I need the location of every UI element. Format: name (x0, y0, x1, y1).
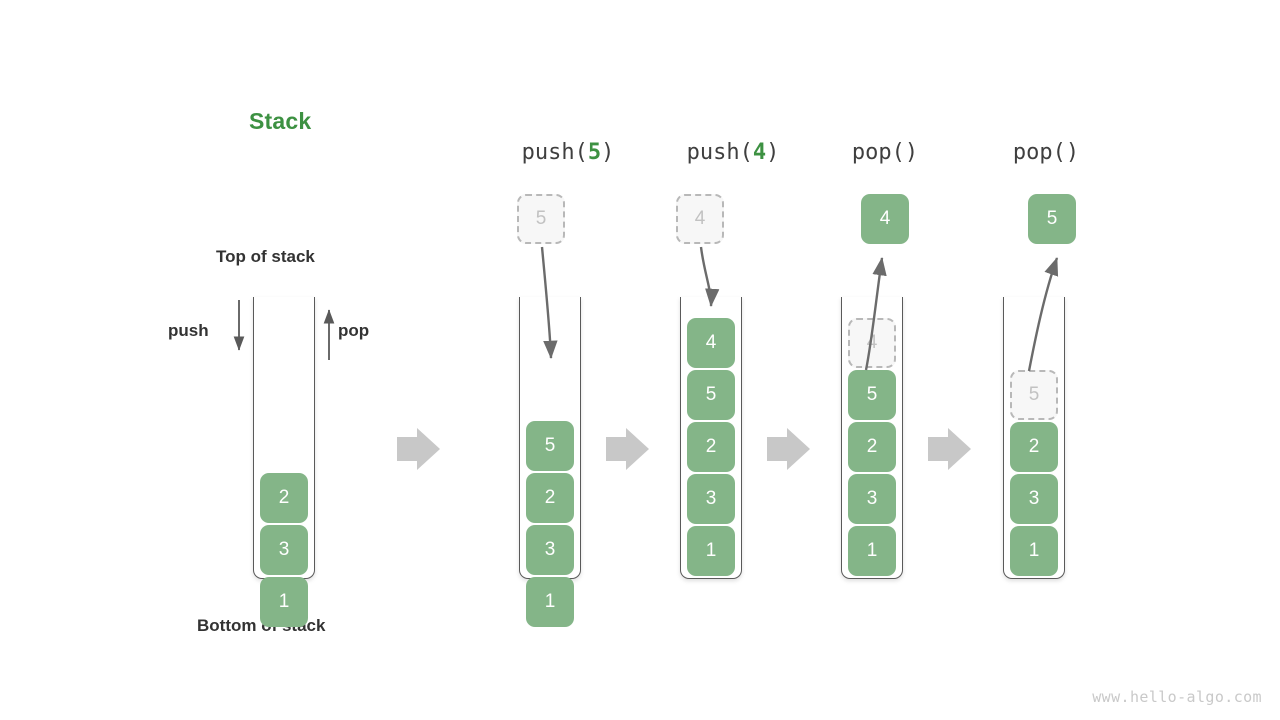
stack-cell: 2 (260, 473, 308, 523)
stack-cell: 1 (848, 526, 896, 576)
caption-push-4-value: 4 (752, 140, 767, 165)
stack-container-pop-2: 5 2 3 1 (1003, 297, 1065, 579)
floating-popped-box-1: 4 (861, 194, 909, 244)
label-pop: pop (338, 321, 370, 340)
flow-arrow-icon (606, 428, 649, 470)
stack-container-push-4: 4 5 2 3 1 (680, 297, 742, 579)
flow-arrow-icon (767, 428, 810, 470)
stack-cell: 2 (687, 422, 735, 472)
floating-ghost-box-push-5: 5 (517, 194, 565, 244)
stack-cell: 3 (260, 525, 308, 575)
stack-cell: 1 (260, 577, 308, 627)
stack-cell: 1 (687, 526, 735, 576)
stack-cell-popped: 4 (848, 318, 896, 368)
caption-push-5: push(5) (468, 140, 668, 165)
label-push: push (168, 321, 209, 340)
caption-pop-1: pop() (851, 140, 919, 165)
stack-cell-popped: 5 (1010, 370, 1058, 420)
page-title: Stack (249, 108, 312, 134)
stack-cell: 5 (848, 370, 896, 420)
caption-push-4-prefix: push( (686, 140, 753, 165)
stack-container-pop-1: 4 5 2 3 1 (841, 297, 903, 579)
floating-ghost-box-push-4: 4 (676, 194, 724, 244)
stack-container-push-5: 5 2 3 1 (519, 297, 581, 627)
stack-cell: 3 (848, 474, 896, 524)
caption-push-4-suffix: ) (766, 140, 780, 165)
flow-arrow-icon (928, 428, 971, 470)
stack-cell: 1 (526, 577, 574, 627)
caption-pop-2: pop() (1012, 140, 1080, 165)
caption-push-5-suffix: ) (601, 140, 615, 165)
stack-container-initial: 2 3 1 (253, 297, 315, 627)
floating-popped-box-2: 5 (1028, 194, 1076, 244)
caption-push-4: push(4) (633, 140, 833, 165)
watermark: www.hello-algo.com (1092, 688, 1262, 706)
caption-push-5-value: 5 (587, 140, 602, 165)
stack-cell: 5 (526, 421, 574, 471)
stack-cell: 2 (526, 473, 574, 523)
stack-cell: 5 (687, 370, 735, 420)
flow-arrow-icon (397, 428, 440, 470)
stack-cell: 2 (1010, 422, 1058, 472)
stack-cell: 1 (1010, 526, 1058, 576)
stack-cell: 3 (526, 525, 574, 575)
stack-cell: 3 (687, 474, 735, 524)
stack-cell: 4 (687, 318, 735, 368)
stack-cell: 2 (848, 422, 896, 472)
label-top-of-stack: Top of stack (216, 247, 315, 266)
stack-cell: 3 (1010, 474, 1058, 524)
caption-push-5-prefix: push( (521, 140, 588, 165)
